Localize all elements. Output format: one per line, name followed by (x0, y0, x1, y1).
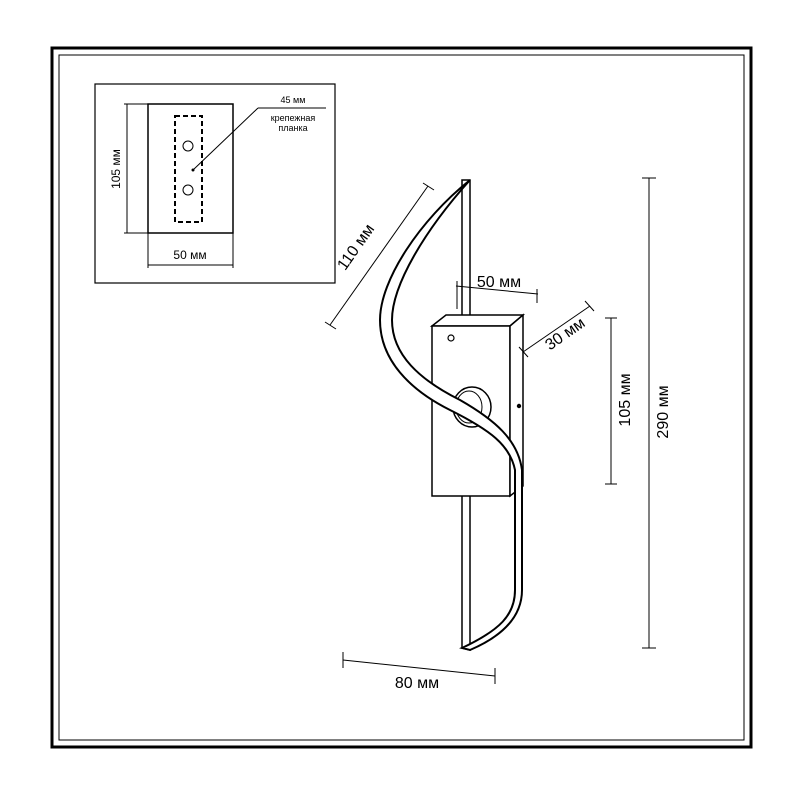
base-screw-top (447, 334, 455, 342)
shade-front-sheet (378, 179, 523, 652)
inset-width-label: 50 мм (173, 248, 206, 262)
base-width-dimension: 50 мм (455, 274, 539, 309)
screw-hole-bottom (182, 184, 194, 196)
lamp-drawing (378, 179, 526, 652)
base-depth-label: 30 мм (542, 315, 588, 354)
plate-width-label: 45 мм (281, 95, 306, 105)
total-height-label: 290 мм (655, 385, 672, 438)
inset-height-label: 105 мм (109, 149, 123, 189)
base-height-label: 105 мм (617, 373, 634, 426)
shade-width-dimension: 110 мм (324, 182, 435, 330)
inset-border (94, 83, 336, 284)
base-depth-dimension: 30 мм (518, 300, 595, 358)
base-height-dimension: 105 мм (605, 317, 634, 485)
outer-frame (50, 46, 753, 749)
total-height-dimension: 290 мм (642, 177, 672, 649)
base-width-label: 50 мм (477, 274, 521, 291)
plate-outline (147, 103, 234, 234)
inner-frame (58, 54, 745, 741)
bottom-width-label: 80 мм (395, 675, 439, 692)
inset-panel: 105 мм 45 мм крепежная планка 50 мм (94, 83, 336, 284)
plate-label-line2: планка (278, 123, 307, 133)
plate-label-line1: крепежная (271, 113, 316, 123)
plate-leader-line (192, 107, 259, 171)
base-screw-side (516, 403, 522, 409)
screw-hole-top (182, 140, 194, 152)
bottom-width-dimension: 80 мм (342, 652, 496, 692)
mounting-bar-dashed (174, 115, 203, 223)
